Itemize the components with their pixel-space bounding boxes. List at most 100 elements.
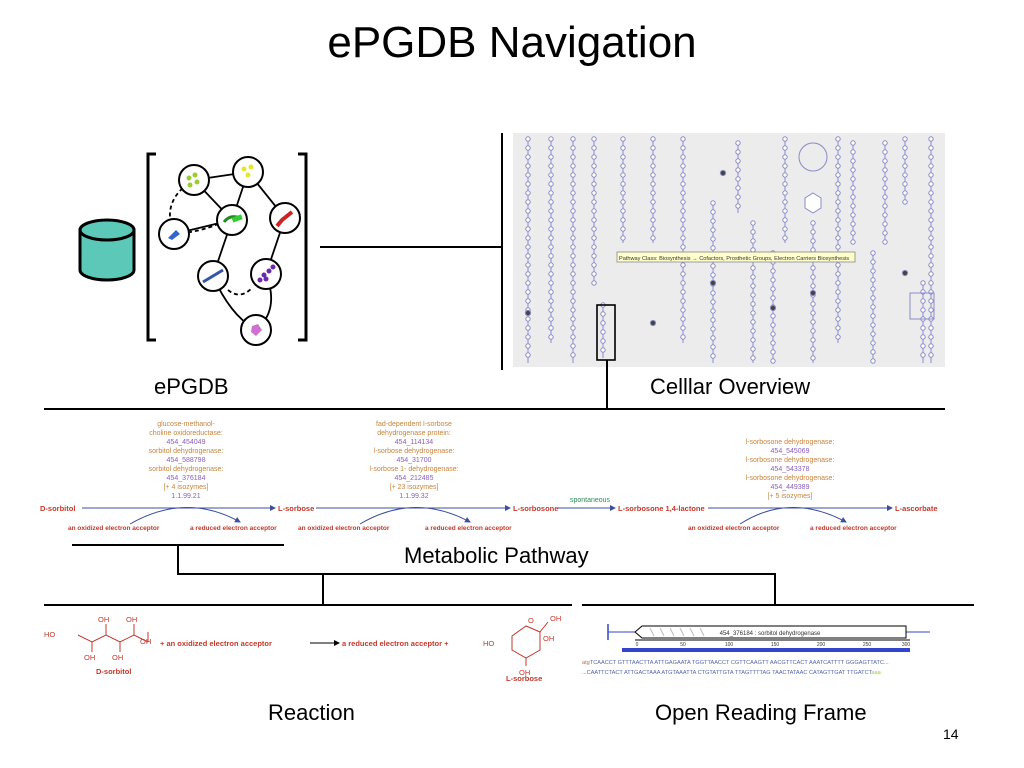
metabolite-node	[650, 226, 656, 232]
enzyme-line: l-sorbosone dehydrogenase:	[746, 439, 835, 446]
metabolite-node	[928, 352, 934, 358]
metabolite-node	[709, 279, 717, 287]
metabolite-node	[600, 320, 606, 326]
hydroxyl-label: HO	[483, 639, 494, 648]
metabolite-node	[902, 181, 908, 187]
metabolite-node	[882, 203, 888, 209]
metabolite-node	[548, 226, 554, 232]
metabolite-node	[680, 334, 686, 340]
connector-line	[501, 133, 503, 370]
metabolite-node	[620, 217, 626, 223]
metabolite-node	[920, 289, 926, 295]
metabolite-node	[835, 289, 841, 295]
metabolite-node	[570, 253, 576, 259]
enzyme-line: l-sorbosone dehydrogenase:	[746, 457, 835, 464]
metabolite-node	[710, 299, 716, 305]
metabolite-node	[882, 176, 888, 182]
page-number: 14	[943, 726, 959, 742]
metabolite-node	[902, 145, 908, 151]
metabolite-node	[835, 199, 841, 205]
epgdb-network-graphic	[78, 152, 308, 346]
metabolite-node	[680, 145, 686, 151]
metabolite-node	[835, 217, 841, 223]
cellular-overview-image[interactable]: Pathway Class: Biosynthesis → Cofactors,…	[513, 133, 945, 367]
enzyme-line: glucose-methanol-	[157, 421, 215, 428]
metabolite-node	[548, 163, 554, 169]
metabolite-node	[680, 208, 686, 214]
orf-label: Open Reading Frame	[655, 700, 867, 725]
divider-line	[44, 604, 572, 606]
metabolite-node	[650, 145, 656, 151]
metabolite-node	[719, 169, 727, 177]
metabolite-node	[570, 271, 576, 277]
metabolite-node	[570, 154, 576, 160]
enzyme-id: 454_376184	[167, 475, 206, 482]
metabolic-pathway-label: Metabolic Pathway	[404, 543, 589, 568]
metabolite-node	[548, 325, 554, 331]
metabolite-node	[548, 145, 554, 151]
enzyme-line: fad-dependent l-sorbose	[376, 421, 452, 428]
metabolite-node	[525, 190, 531, 196]
metabolite-node	[735, 176, 741, 182]
metabolite-node	[548, 253, 554, 259]
metabolite-node	[835, 262, 841, 268]
metabolite-node	[850, 185, 856, 191]
enzyme-id: 454_449389	[771, 484, 810, 491]
metabolite-node	[928, 325, 934, 331]
metabolite-node	[770, 331, 776, 337]
metabolic-pathway-diagram[interactable]: glucose-methanol- choline oxidoreductase…	[40, 416, 950, 538]
metabolite-node	[524, 309, 532, 317]
metabolite-node	[782, 199, 788, 205]
metabolite-node	[680, 163, 686, 169]
metabolite-node	[750, 355, 756, 361]
metabolite-node	[782, 226, 788, 232]
metabolite-node	[810, 265, 816, 271]
metabolite-node	[600, 338, 606, 344]
metabolite-node	[870, 331, 876, 337]
connector-line	[322, 573, 324, 605]
metabolite-node	[870, 286, 876, 292]
metabolite-node	[650, 181, 656, 187]
metabolite-node	[570, 190, 576, 196]
metabolite-node	[810, 247, 816, 253]
metabolite-node	[570, 325, 576, 331]
metabolite-node	[620, 208, 626, 214]
reaction-diagram[interactable]: HO OH OH OH OH OH OH OH OH O D-sorbitol …	[40, 612, 580, 690]
metabolite-node	[928, 199, 934, 205]
metabolite-node	[548, 208, 554, 214]
cofactor-label: a reduced electron acceptor	[190, 525, 277, 532]
metabolite-node	[620, 181, 626, 187]
metabolite-node	[591, 172, 597, 178]
cofactor-label: an oxidized electron acceptor	[688, 525, 780, 532]
metabolite-node	[525, 217, 531, 223]
metabolite-node	[525, 325, 531, 331]
metabolite-node	[902, 172, 908, 178]
orf-diagram[interactable]: 454_376184 : sorbitol dehydrogenase 0 50…	[580, 614, 974, 684]
metabolite-node	[710, 344, 716, 350]
metabolite-node	[882, 149, 888, 155]
metabolite-node	[591, 235, 597, 241]
metabolite-node	[570, 172, 576, 178]
metabolite-node	[525, 280, 531, 286]
metabolite-node	[902, 136, 908, 142]
metabolite-node	[680, 199, 686, 205]
metabolite-node	[882, 185, 888, 191]
metabolite-node	[928, 334, 934, 340]
metabolite-node	[710, 317, 716, 323]
metabolite-node	[735, 203, 741, 209]
metabolite-node	[548, 307, 554, 313]
metabolite-node	[901, 269, 909, 277]
metabolite-node	[928, 298, 934, 304]
metabolite-node	[835, 316, 841, 322]
metabolite-node	[548, 217, 554, 223]
metabolite-node	[870, 358, 876, 364]
metabolite-node	[882, 158, 888, 164]
metabolite-node	[850, 140, 856, 146]
metabolite-node	[902, 199, 908, 205]
metabolite-node	[620, 163, 626, 169]
tick-label: 50	[680, 642, 686, 648]
metabolite-node	[782, 136, 788, 142]
metabolite-node	[870, 349, 876, 355]
metabolite-node	[870, 322, 876, 328]
metabolite-node	[810, 238, 816, 244]
